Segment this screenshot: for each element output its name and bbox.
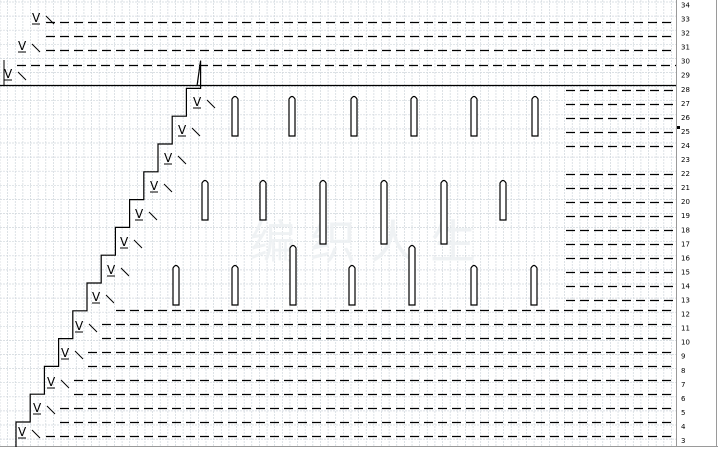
increase-symbol: V — [193, 95, 202, 109]
row-number: 32 — [681, 30, 690, 38]
row-number: 10 — [681, 339, 690, 347]
increase-symbol: V — [92, 290, 101, 304]
row-number: 29 — [681, 72, 690, 80]
increase-symbol: V — [32, 11, 41, 25]
decrease-symbol — [191, 127, 201, 137]
increase-symbol: V — [18, 39, 27, 53]
row-number: 28 — [681, 86, 690, 94]
elongated-stitch-symbol — [348, 264, 356, 306]
elongated-stitch-symbol — [231, 264, 239, 306]
decrease-symbol — [148, 211, 158, 221]
decrease-symbol — [163, 183, 173, 193]
increase-symbol: V — [150, 179, 159, 193]
row-number-column: 3456789101112131415161718192021222324252… — [677, 1, 690, 445]
row-number: 9 — [681, 353, 685, 361]
row-number: 30 — [681, 58, 690, 66]
increase-symbol: V — [33, 401, 42, 415]
row-number: 33 — [681, 16, 690, 24]
decrease-symbol — [133, 239, 143, 249]
increase-symbol: V — [4, 67, 13, 81]
row-number: 21 — [681, 184, 690, 192]
row-number: 4 — [681, 423, 686, 431]
row-number: 22 — [681, 170, 690, 178]
loop-layer — [172, 95, 539, 306]
row-number: 17 — [681, 240, 690, 248]
row-number: 6 — [681, 395, 686, 403]
decrease-symbol — [60, 379, 70, 389]
elongated-stitch-symbol — [172, 264, 180, 306]
increase-symbol: V — [178, 123, 187, 137]
row-number: 19 — [681, 212, 690, 220]
row-number: 13 — [681, 297, 690, 305]
row-number: 18 — [681, 226, 690, 234]
elongated-stitch-symbol — [408, 244, 416, 306]
stair-layer — [0, 60, 676, 447]
watermark-text: 编织人生 — [250, 215, 490, 269]
increase-symbol: V — [47, 375, 56, 389]
row-number: 20 — [681, 198, 690, 206]
row-number: 12 — [681, 311, 690, 319]
increase-symbol: V — [18, 425, 27, 439]
decrease-symbol — [74, 350, 84, 360]
elongated-stitch-symbol — [410, 95, 418, 137]
decrease-symbol — [46, 405, 56, 415]
staircase-outline — [15, 60, 202, 447]
decrease-symbol — [120, 267, 130, 277]
row-number: 23 — [681, 156, 690, 164]
elongated-stitch-symbol — [350, 95, 358, 137]
row-number: 7 — [681, 381, 685, 389]
elongated-stitch-symbol — [259, 179, 267, 221]
decrease-symbol — [17, 71, 27, 81]
decrease-symbol — [206, 99, 216, 109]
elongated-stitch-symbol — [470, 264, 478, 306]
row-number: 34 — [681, 1, 690, 9]
row-number: 27 — [681, 100, 690, 108]
elongated-stitch-symbol — [380, 179, 388, 245]
row-number: 16 — [681, 254, 690, 262]
row-number: 15 — [681, 268, 690, 276]
elongated-stitch-symbol — [499, 179, 507, 221]
decrease-symbol — [177, 155, 187, 165]
row-number: 3 — [681, 437, 685, 445]
elongated-stitch-symbol — [531, 95, 539, 137]
increase-symbol: V — [135, 207, 144, 221]
decrease-symbol — [45, 15, 55, 25]
decrease-symbol — [31, 43, 41, 53]
watermark-layer: 编织人生 — [250, 215, 490, 269]
decrease-symbol — [88, 323, 98, 333]
row-number-background — [676, 0, 718, 447]
elongated-stitch-symbol — [289, 244, 297, 306]
elongated-stitch-symbol — [319, 179, 327, 245]
row-number: 8 — [681, 367, 685, 375]
elongated-stitch-symbol — [470, 95, 478, 137]
row-number: 14 — [681, 282, 690, 290]
elongated-stitch-symbol — [201, 179, 209, 221]
increase-symbol: V — [164, 151, 173, 165]
elongated-stitch-symbol — [440, 179, 448, 245]
row-number: 25 — [681, 128, 690, 136]
row-number: 5 — [681, 409, 685, 417]
row-number: 24 — [681, 142, 690, 150]
row-number: 11 — [681, 325, 690, 333]
increase-symbol: V — [107, 263, 116, 277]
increase-symbol: V — [61, 346, 70, 360]
row-number: 31 — [681, 44, 690, 52]
increase-symbol: V — [120, 235, 129, 249]
current-row-marker — [677, 126, 680, 129]
decrease-symbol — [31, 429, 41, 439]
elongated-stitch-symbol — [231, 95, 239, 137]
dash-layer — [17, 21, 676, 438]
decrease-symbol — [105, 294, 115, 304]
row-number: 26 — [681, 114, 690, 122]
increase-symbol: V — [75, 319, 84, 333]
elongated-stitch-symbol — [530, 264, 538, 306]
elongated-stitch-symbol — [288, 95, 296, 137]
